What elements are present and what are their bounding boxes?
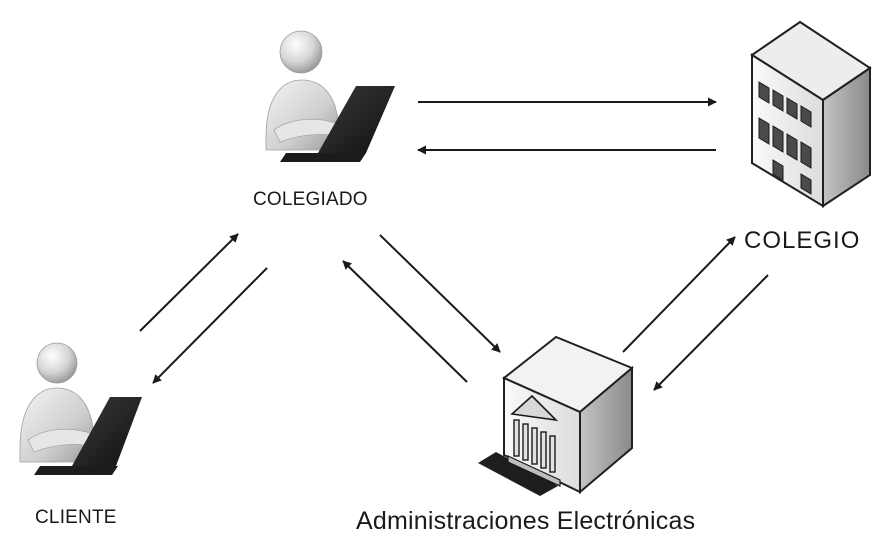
arrow-cliente-to-colegiado <box>139 233 239 332</box>
connection-arrows <box>139 97 769 391</box>
arrow-colegiado-to-cliente <box>152 267 268 384</box>
arrow-administraciones-to-colegiado <box>342 260 468 383</box>
cliente-label: CLIENTE <box>35 507 117 528</box>
colegiado-user-laptop-icon <box>265 30 395 162</box>
colegio-office-building-icon <box>750 20 872 208</box>
arrow-administraciones-to-colegio <box>622 236 736 353</box>
administraciones-government-server-icon <box>478 335 634 496</box>
arrow-colegiado-to-administraciones <box>379 234 501 353</box>
administraciones-label: Administraciones Electrónicas <box>356 507 696 535</box>
cliente-user-laptop-icon <box>19 342 142 475</box>
colegio-label: COLEGIO <box>744 227 861 254</box>
arrow-colegio-to-administraciones <box>653 274 769 391</box>
colegiado-label: COLEGIADO <box>253 189 368 210</box>
